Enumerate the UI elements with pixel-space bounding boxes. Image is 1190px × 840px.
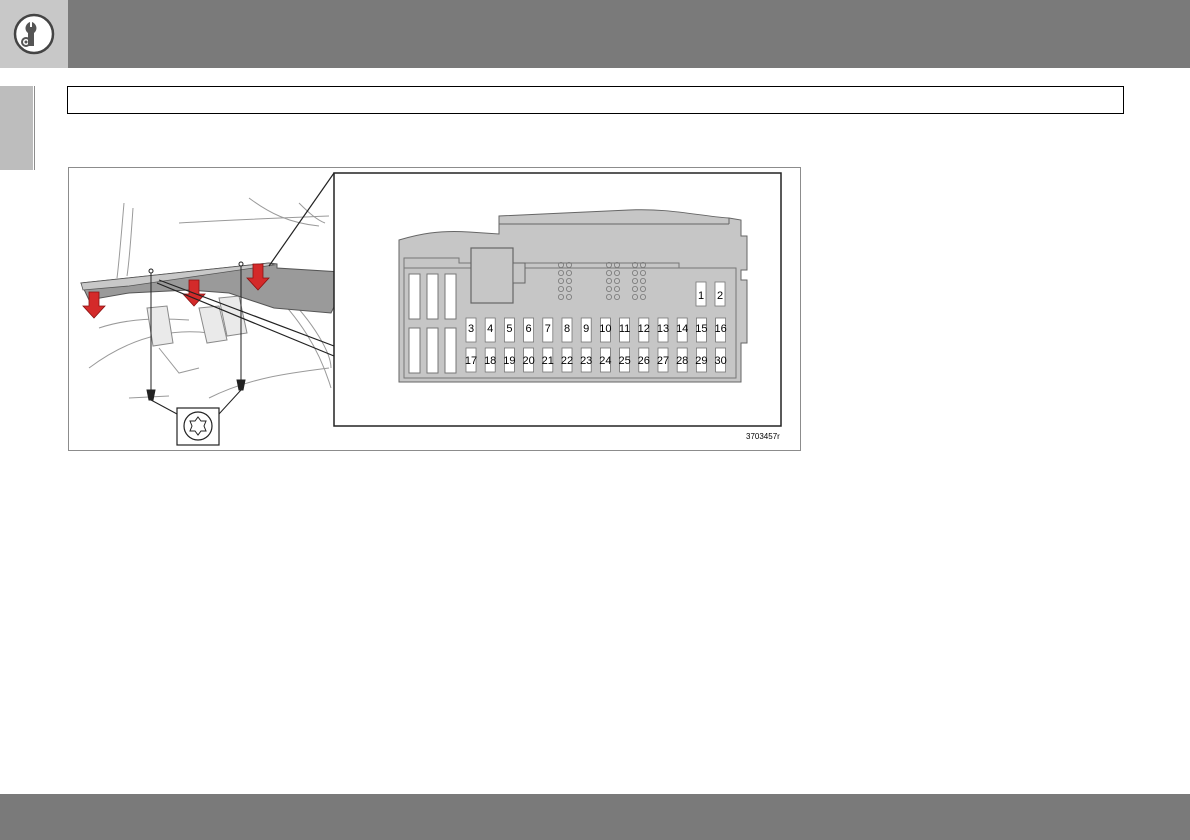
fuse-label-3: 3: [468, 323, 474, 335]
lower-panel: [80, 262, 342, 314]
fuse-label-4: 4: [487, 323, 493, 335]
fuse-slot-21: [542, 347, 554, 373]
fuse-slot-3: [465, 317, 477, 343]
pedals: [146, 295, 248, 347]
fuse-label-16: 16: [714, 323, 726, 335]
fuse-slot-27: [657, 347, 669, 373]
fuse-slot-17: [465, 347, 477, 373]
fuse-label-8: 8: [564, 323, 570, 335]
fuse-slot-5: [503, 317, 515, 343]
large-fuses: [408, 273, 457, 374]
fuse-box-illustration: 1234567891011121314151617181920212223242…: [80, 172, 782, 446]
screws: [146, 261, 246, 401]
fuse-label-9: 9: [583, 323, 589, 335]
fuse-slot-6: [523, 317, 535, 343]
fuse-label-29: 29: [695, 355, 707, 367]
fuse-label-25: 25: [618, 355, 630, 367]
fuse-label-2: 2: [717, 290, 723, 302]
fuse-label-6: 6: [526, 323, 532, 335]
fuse-label-19: 19: [503, 355, 515, 367]
section-title-box: [67, 86, 1124, 114]
fuse-label-26: 26: [638, 355, 650, 367]
fuse-slots: [465, 281, 726, 373]
fuse-slot-14: [676, 317, 688, 343]
fuse-slot-4: [484, 317, 496, 343]
side-tab-divider: [34, 86, 35, 170]
fuse-label-23: 23: [580, 355, 592, 367]
figure-code: 3703457r: [746, 432, 780, 441]
header-bar: [0, 0, 1190, 68]
fuse-slot-29: [696, 347, 707, 373]
fuse-label-24: 24: [599, 355, 611, 367]
fuse-label-17: 17: [465, 355, 477, 367]
fuse-slot-12: [638, 317, 650, 343]
torx-callout: [150, 389, 242, 446]
fuse-slot-9: [580, 317, 592, 343]
fuse-label-14: 14: [676, 323, 688, 335]
fuse-label-11: 11: [619, 323, 630, 335]
fuse-label-5: 5: [506, 323, 512, 335]
fuse-slot-19: [503, 347, 515, 373]
fuse-label-30: 30: [714, 355, 726, 367]
fuse-label-15: 15: [695, 323, 707, 335]
fuse-slot-20: [523, 347, 535, 373]
fuse-label-13: 13: [657, 323, 669, 335]
connector-holes: [557, 262, 647, 301]
fuse-label-1: 1: [698, 290, 704, 302]
fuse-label-21: 21: [542, 355, 554, 367]
fuse-slot-13: [657, 317, 669, 343]
fuse-label-20: 20: [522, 355, 534, 367]
relay: [470, 247, 514, 304]
fuse-slot-26: [638, 347, 650, 373]
fuse-label-18: 18: [484, 355, 496, 367]
wrench-gear-icon: [13, 13, 55, 55]
fuse-slot-15: [696, 317, 707, 343]
side-tab: [0, 86, 33, 170]
fuse-slot-8: [561, 317, 573, 343]
header-icon-box: [0, 0, 68, 68]
fuse-slot-25: [619, 347, 630, 373]
fuse-label-10: 10: [599, 323, 611, 335]
fuse-slot-10: [600, 317, 611, 343]
fuse-label-28: 28: [676, 355, 688, 367]
fuse-slot-2: [714, 281, 726, 307]
fuse-slot-16: [715, 317, 726, 343]
fuse-slot-11: [619, 317, 630, 343]
fuse-slot-30: [715, 347, 726, 373]
fuse-label-27: 27: [657, 355, 669, 367]
fuse-slot-18: [484, 347, 496, 373]
footer-bar: [0, 794, 1190, 840]
fuse-label-22: 22: [561, 355, 573, 367]
fuse-slot-23: [580, 347, 592, 373]
fuse-slot-7: [542, 317, 554, 343]
fuse-slot-1: [695, 281, 707, 307]
fuse-slot-24: [600, 347, 611, 373]
fuse-label-12: 12: [638, 323, 650, 335]
fuse-slot-22: [561, 347, 573, 373]
fuse-slot-28: [676, 347, 688, 373]
fuse-label-7: 7: [545, 323, 551, 335]
